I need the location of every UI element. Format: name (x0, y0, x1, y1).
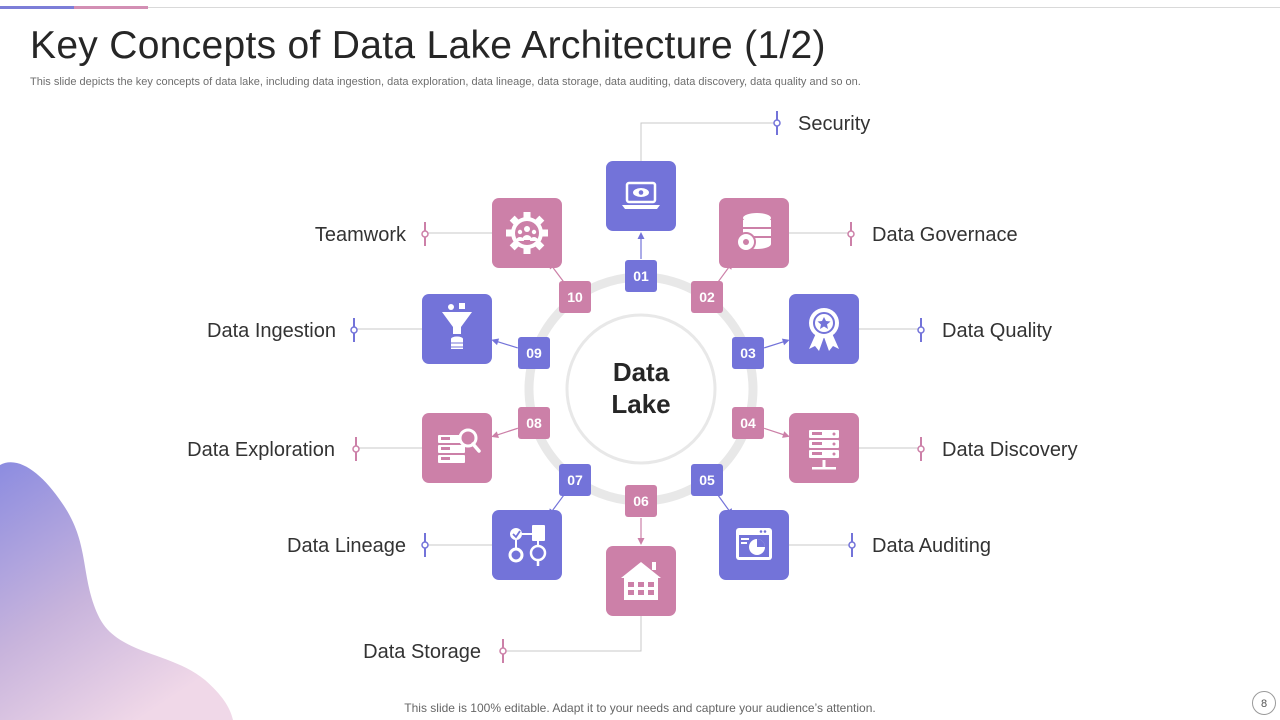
center-label: Lake (611, 389, 670, 419)
center-circle (565, 313, 717, 465)
connector-marker-dot (773, 119, 781, 127)
server-rack-icon (809, 430, 839, 470)
gear-team-icon (506, 212, 548, 254)
connector-marker-dot (350, 326, 358, 334)
server-search-icon (438, 428, 481, 463)
concept-tile (719, 198, 789, 268)
concept-tile (606, 546, 676, 616)
decorative-wave (0, 462, 233, 720)
arrow-head (637, 538, 645, 545)
number-badge: 08 (518, 407, 550, 439)
number-badge: 03 (732, 337, 764, 369)
slide-title: Key Concepts of Data Lake Architecture (… (30, 24, 826, 67)
concept-tile (492, 198, 562, 268)
number-badge: 10 (559, 281, 591, 313)
footer-note: This slide is 100% editable. Adapt it to… (404, 701, 876, 715)
connector-marker-dot (499, 647, 507, 655)
award-ribbon-icon (809, 308, 839, 351)
database-gear-icon (736, 213, 771, 252)
concept-label: Teamwork (315, 224, 407, 246)
connector-marker-dot (847, 230, 855, 238)
concept-label: Data Storage (363, 641, 481, 663)
top-accent-bar (0, 6, 74, 9)
badge-number: 08 (526, 415, 542, 431)
badge-number: 10 (567, 289, 583, 305)
concept-tile (422, 294, 492, 364)
badge-number: 03 (740, 345, 756, 361)
badge-number: 01 (633, 268, 649, 284)
connector-marker-dot (917, 326, 925, 334)
browser-chart-icon (736, 528, 772, 560)
number-badge: 04 (732, 407, 764, 439)
arrow-head (637, 232, 645, 239)
page-number: 8 (1252, 691, 1276, 715)
connector-marker-dot (421, 230, 429, 238)
arrow-head (782, 431, 790, 438)
badge-number: 09 (526, 345, 542, 361)
connector-line (640, 122, 777, 161)
concept-label: Data Governace (872, 224, 1018, 246)
badge-number: 02 (699, 289, 715, 305)
connector-marker-dot (917, 445, 925, 453)
connector-marker-dot (421, 541, 429, 549)
concept-label: Data Ingestion (207, 320, 336, 342)
concept-tile (606, 161, 676, 231)
number-badge: 01 (625, 260, 657, 292)
badge-number: 07 (567, 472, 583, 488)
connector-marker-dot (352, 445, 360, 453)
number-badge: 07 (559, 464, 591, 496)
concept-label: Data Lineage (287, 535, 406, 557)
concept-label: Data Auditing (872, 535, 991, 557)
arrow-head (781, 338, 790, 346)
number-badge: 02 (691, 281, 723, 313)
concept-tile (789, 294, 859, 364)
connector-line (503, 616, 642, 652)
concept-label: Security (798, 113, 870, 135)
center-label: Data (613, 357, 670, 387)
concept-tile (789, 413, 859, 483)
connector-marker-dot (848, 541, 856, 549)
number-badge: 06 (625, 485, 657, 517)
warehouse-icon (621, 562, 661, 600)
flow-chart-icon (508, 525, 547, 566)
concept-label: Data Exploration (187, 439, 335, 461)
arrow-head (491, 338, 500, 346)
number-badge: 05 (691, 464, 723, 496)
concept-tile (422, 413, 492, 483)
slide-subtitle: This slide depicts the key concepts of d… (30, 76, 861, 88)
arrow-head (491, 431, 499, 439)
badge-number: 05 (699, 472, 715, 488)
badge-number: 06 (633, 493, 649, 509)
badge-number: 04 (740, 415, 756, 431)
concept-label: Data Discovery (942, 439, 1078, 461)
top-accent-bar (74, 6, 148, 9)
concept-label: Data Quality (942, 320, 1052, 342)
funnel-database-icon (442, 303, 472, 349)
concept-tile (719, 510, 789, 580)
number-badge: 09 (518, 337, 550, 369)
laptop-eye-icon (622, 181, 660, 209)
top-rule (0, 7, 1280, 8)
concept-tile (492, 510, 562, 580)
